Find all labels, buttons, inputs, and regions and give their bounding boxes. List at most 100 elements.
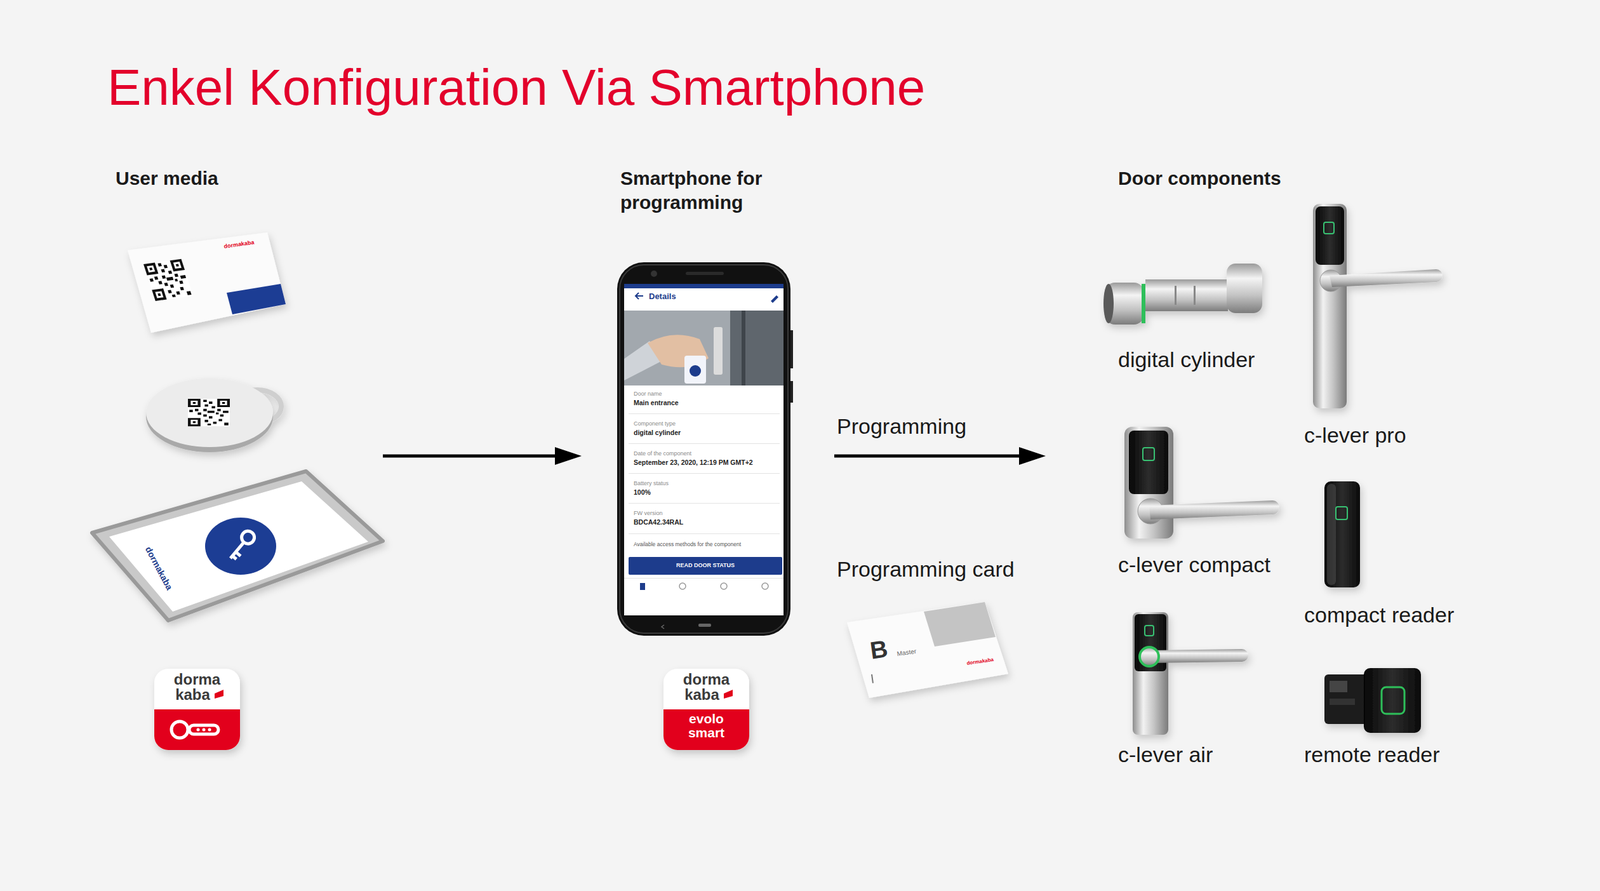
label-anchor: Main entrance <box>633 398 679 407</box>
component-item: remote reader <box>1300 739 1446 772</box>
key-dots <box>196 728 212 732</box>
programming-smartphone <box>628 413 780 414</box>
c-lever-air-image <box>1150 648 1249 663</box>
c-lever-air-image <box>1132 612 1249 735</box>
label-anchor: kaba <box>149 686 236 703</box>
programming-smartphone <box>679 582 686 590</box>
label-anchor: Battery status <box>633 480 669 487</box>
group-column: Door componentsdigital cylinderc-lever p… <box>1045 158 1491 788</box>
programming-smartphone <box>685 271 724 275</box>
edge-label: Programming <box>836 413 967 439</box>
user-card <box>226 283 286 315</box>
slide-label: Component type <box>633 420 676 428</box>
arrow-head <box>1019 446 1046 465</box>
c-lever-pro-image <box>1315 206 1345 265</box>
remote-reader-image <box>1329 698 1355 705</box>
item-label: c-lever air <box>1118 742 1215 767</box>
slide-label: BDCA42.34RAL <box>633 518 684 527</box>
group-heading: User media <box>115 166 410 191</box>
programming-card <box>923 601 996 647</box>
programming-smartphone <box>617 262 794 636</box>
slide-label: kaba <box>149 686 236 703</box>
app-icon <box>154 668 240 750</box>
arrow-connector <box>382 446 582 465</box>
user-smartphone <box>225 528 257 562</box>
c-lever-compact-image <box>1128 430 1169 494</box>
key-dots <box>202 728 206 732</box>
remote-reader-image <box>1324 667 1421 733</box>
user-smartphone <box>230 542 249 563</box>
compact-reader-image <box>1335 506 1348 520</box>
programming-smartphone <box>730 310 784 386</box>
programming-smartphone <box>689 365 701 377</box>
slide-label: Door name <box>633 390 663 398</box>
programming-smartphone <box>713 326 723 375</box>
programming-smartphone <box>628 533 780 534</box>
digital-cylinder-image <box>1226 263 1263 314</box>
app-icon <box>663 668 750 750</box>
label-anchor: digital cylinder <box>633 428 681 437</box>
label-anchor: FW version <box>633 509 663 517</box>
programming-smartphone <box>761 582 769 590</box>
item-label: Programming card <box>836 556 1016 582</box>
label-anchor: evolo smart <box>663 711 750 740</box>
compact-reader-image <box>1326 483 1336 585</box>
group-heading: Door components <box>1118 166 1563 191</box>
slide-label: 100% <box>633 488 651 497</box>
programming-smartphone <box>640 582 646 590</box>
programming-card <box>846 601 1009 698</box>
user-smartphone <box>92 471 383 621</box>
slide-label: dorma <box>154 671 240 687</box>
label-anchor: dorma <box>154 671 240 687</box>
digital-cylinder-image <box>1103 263 1263 325</box>
user-card <box>127 232 286 333</box>
slide-label: evolo smart <box>678 711 736 740</box>
label-anchor: Details <box>648 291 677 302</box>
group-heading: Smartphone for programming <box>620 166 780 214</box>
key-symbol <box>189 725 219 734</box>
app-icon <box>154 709 240 750</box>
remote-reader-image <box>1381 686 1405 714</box>
digital-cylinder-image <box>1103 283 1114 324</box>
c-lever-air-image <box>1144 625 1154 636</box>
programming-smartphone <box>661 624 665 629</box>
arrow-line <box>834 454 1021 458</box>
slide-label: Main entrance <box>633 398 679 407</box>
c-lever-compact-image <box>1124 426 1174 539</box>
arrow-line <box>382 454 557 458</box>
c-lever-pro-image <box>1323 222 1334 234</box>
digital-cylinder-image <box>1141 283 1146 324</box>
programming-smartphone <box>628 413 780 534</box>
digital-cylinder-image <box>1193 285 1196 305</box>
programming-smartphone <box>628 502 780 504</box>
c-lever-air-image <box>1132 612 1169 735</box>
programming-smartphone <box>624 577 784 579</box>
arrow-head <box>554 446 582 465</box>
programming-smartphone <box>619 264 788 634</box>
slide-label: FW version <box>633 509 663 517</box>
slide-label: Available access methods for the compone… <box>633 540 741 548</box>
programming-smartphone <box>650 270 658 277</box>
label-anchor: Component type <box>633 420 676 428</box>
tag-qr-code <box>187 398 230 427</box>
group-column: User media <box>88 158 383 769</box>
c-lever-air-image <box>1139 646 1159 667</box>
key-dots <box>208 728 212 732</box>
digital-cylinder-image <box>1174 285 1177 305</box>
label-anchor: 100% <box>633 488 651 497</box>
programming-smartphone <box>628 443 780 444</box>
app-icon <box>663 668 750 750</box>
app-icon <box>154 668 240 750</box>
programming-smartphone <box>684 355 707 384</box>
programming-smartphone <box>679 582 769 590</box>
programming-smartphone <box>720 582 727 590</box>
card-qr-code <box>143 259 194 301</box>
card-item: Programming card <box>833 554 1020 587</box>
slide-label: B <box>868 636 889 663</box>
programming-card <box>871 674 874 684</box>
slide-label: September 23, 2020, 12:19 PM GMT+2 <box>633 458 754 467</box>
label-anchor: Date of the component <box>633 450 692 458</box>
slide-label: Details <box>648 291 677 302</box>
label-anchor: BDCA42.34RAL <box>633 518 684 527</box>
c-lever-compact-image <box>1124 426 1280 539</box>
